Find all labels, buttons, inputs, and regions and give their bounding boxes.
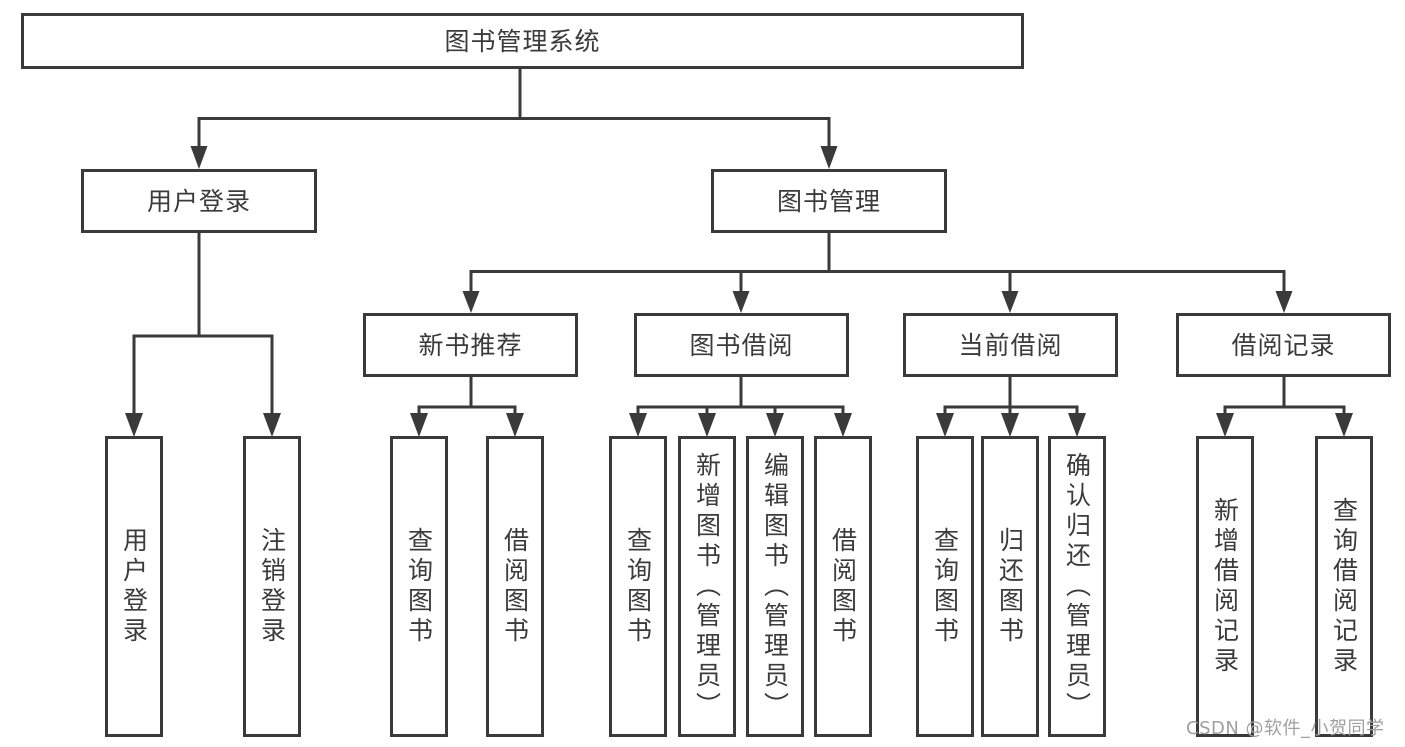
leaf-query-borrow-record-label: 查询借阅记录: [1329, 496, 1359, 677]
node-user-login: 用户登录: [81, 169, 317, 233]
node-book-borrow: 图书借阅: [634, 313, 849, 377]
leaf-borrow-book-1-label: 借阅图书: [500, 526, 530, 647]
leaf-confirm-return-admin-label: 确认归还（管理员）: [1062, 451, 1092, 722]
leaf-query-book-1: 查询图书: [390, 436, 448, 737]
leaf-add-book-admin-label: 新增图书（管理员）: [692, 451, 722, 722]
leaf-borrow-book-1: 借阅图书: [486, 436, 544, 737]
node-current-borrow: 当前借阅: [903, 313, 1118, 377]
node-borrow-records-label: 借阅记录: [1231, 330, 1336, 360]
node-new-book-recommend-label: 新书推荐: [418, 330, 523, 360]
leaf-query-book-1-label: 查询图书: [404, 526, 434, 647]
leaf-query-book-2: 查询图书: [609, 436, 667, 737]
leaf-user-login-label: 用户登录: [119, 526, 149, 647]
leaf-query-book-3-label: 查询图书: [930, 526, 960, 647]
leaf-confirm-return-admin: 确认归还（管理员）: [1048, 436, 1106, 737]
node-book-management: 图书管理: [711, 169, 947, 233]
leaf-add-book-admin: 新增图书（管理员）: [678, 436, 736, 737]
leaf-logout-label: 注销登录: [257, 526, 287, 647]
leaf-query-borrow-record: 查询借阅记录: [1315, 436, 1373, 737]
leaf-borrow-book-2-label: 借阅图书: [828, 526, 858, 647]
node-root-label: 图书管理系统: [444, 26, 601, 56]
leaf-edit-book-admin-label: 编辑图书（管理员）: [760, 451, 790, 722]
leaf-logout: 注销登录: [243, 436, 301, 737]
node-book-management-label: 图书管理: [776, 186, 881, 216]
csdn-watermark: CSDN @软件_小贺同学: [1186, 718, 1385, 739]
node-book-borrow-label: 图书借阅: [689, 330, 794, 360]
node-new-book-recommend: 新书推荐: [363, 313, 578, 377]
leaf-user-login: 用户登录: [105, 436, 163, 737]
node-borrow-records: 借阅记录: [1176, 313, 1391, 377]
node-root: 图书管理系统: [21, 13, 1024, 69]
leaf-add-borrow-record-label: 新增借阅记录: [1210, 496, 1240, 677]
node-current-borrow-label: 当前借阅: [958, 330, 1063, 360]
leaf-edit-book-admin: 编辑图书（管理员）: [746, 436, 804, 737]
leaf-borrow-book-2: 借阅图书: [814, 436, 872, 737]
leaf-query-book-2-label: 查询图书: [623, 526, 653, 647]
node-user-login-label: 用户登录: [146, 186, 251, 216]
leaf-return-book-label: 归还图书: [995, 526, 1025, 647]
leaf-query-book-3: 查询图书: [916, 436, 974, 737]
leaf-add-borrow-record: 新增借阅记录: [1196, 436, 1254, 737]
leaf-return-book: 归还图书: [981, 436, 1039, 737]
